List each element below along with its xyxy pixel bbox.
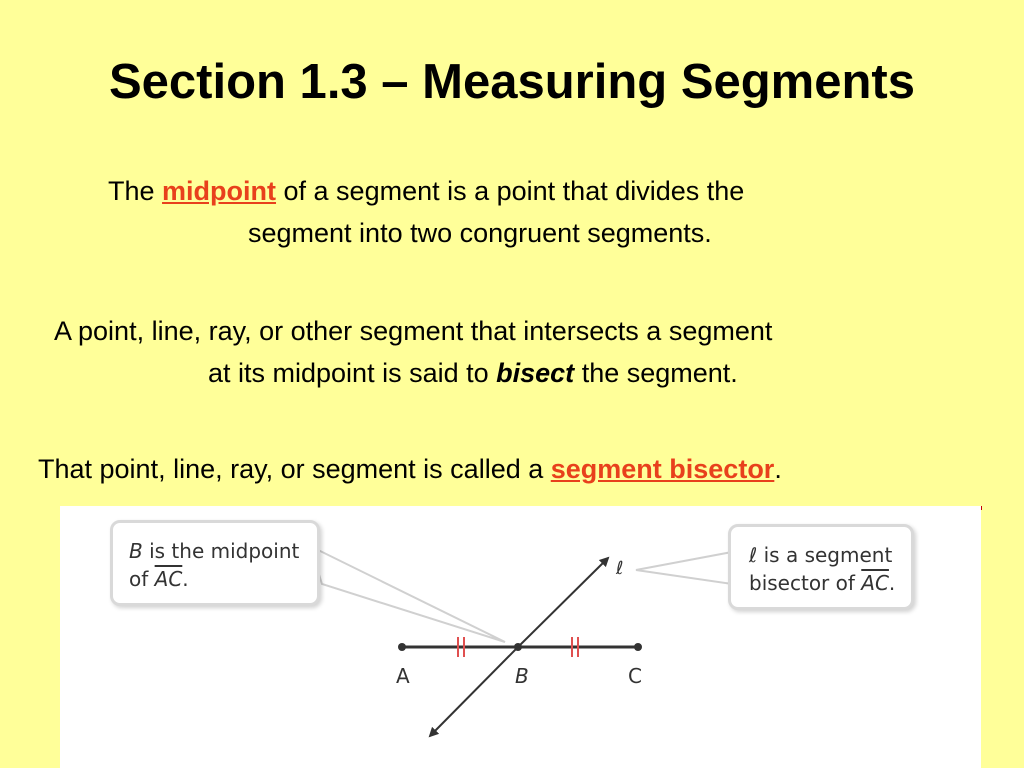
bisect-definition-line2: at its midpoint is said to bisect the se… <box>208 352 738 394</box>
point-c <box>634 643 642 651</box>
point-a <box>398 643 406 651</box>
midpoint-callout: B is the midpoint of AC. <box>110 520 320 606</box>
term-segment-bisector: segment bisector <box>550 454 775 484</box>
text-span: . <box>888 571 896 595</box>
callout-line: B is the midpoint <box>129 537 317 565</box>
text-span: The <box>108 176 163 206</box>
slide-title: Section 1.3 – Measuring Segments <box>108 55 916 109</box>
variable-l: ℓ <box>749 543 758 567</box>
text-span: of <box>129 567 155 591</box>
text-span: . <box>774 454 782 484</box>
bisector-figure: B is the midpoint of AC. ℓ is a segment … <box>60 506 981 768</box>
text-span: is the midpoint <box>142 539 300 563</box>
left-callout-pointer <box>308 544 506 643</box>
segment-ac-notation: AC <box>861 571 889 595</box>
label-c: C <box>628 664 642 688</box>
label-l: ℓ <box>616 558 624 579</box>
segment-ac-notation: AC <box>154 567 183 591</box>
bisector-callout: ℓ is a segment bisector of AC. <box>728 524 914 610</box>
segment-bisector-definition: That point, line, ray, or segment is cal… <box>38 448 782 490</box>
callout-line: of AC. <box>129 565 317 593</box>
right-callout-pointer <box>635 550 733 586</box>
figure-drawing <box>308 544 733 738</box>
midpoint-definition-line1: The midpoint of a segment is a point tha… <box>108 170 744 212</box>
bisector-line-l <box>517 556 610 648</box>
text-span: . <box>182 567 189 591</box>
text-span: is a segment <box>757 543 893 567</box>
variable-b: B <box>129 539 143 563</box>
callout-line: ℓ is a segment <box>749 541 911 569</box>
text-span: at its midpoint is said to <box>208 358 497 388</box>
text-span: That point, line, ray, or segment is cal… <box>38 454 551 484</box>
label-b: B <box>515 664 529 688</box>
text-span: the segment. <box>574 358 738 388</box>
term-bisect: bisect <box>496 358 575 388</box>
text-span: of a segment is a point that divides the <box>276 176 745 206</box>
term-midpoint: midpoint <box>162 176 277 206</box>
bisect-definition-line1: A point, line, ray, or other segment tha… <box>54 316 773 346</box>
text-span: bisector of <box>749 571 862 595</box>
midpoint-definition-line2: segment into two congruent segments. <box>248 218 712 248</box>
callout-line: bisector of AC. <box>749 569 911 597</box>
bisector-line-l <box>428 646 519 738</box>
label-a: A <box>396 664 410 688</box>
